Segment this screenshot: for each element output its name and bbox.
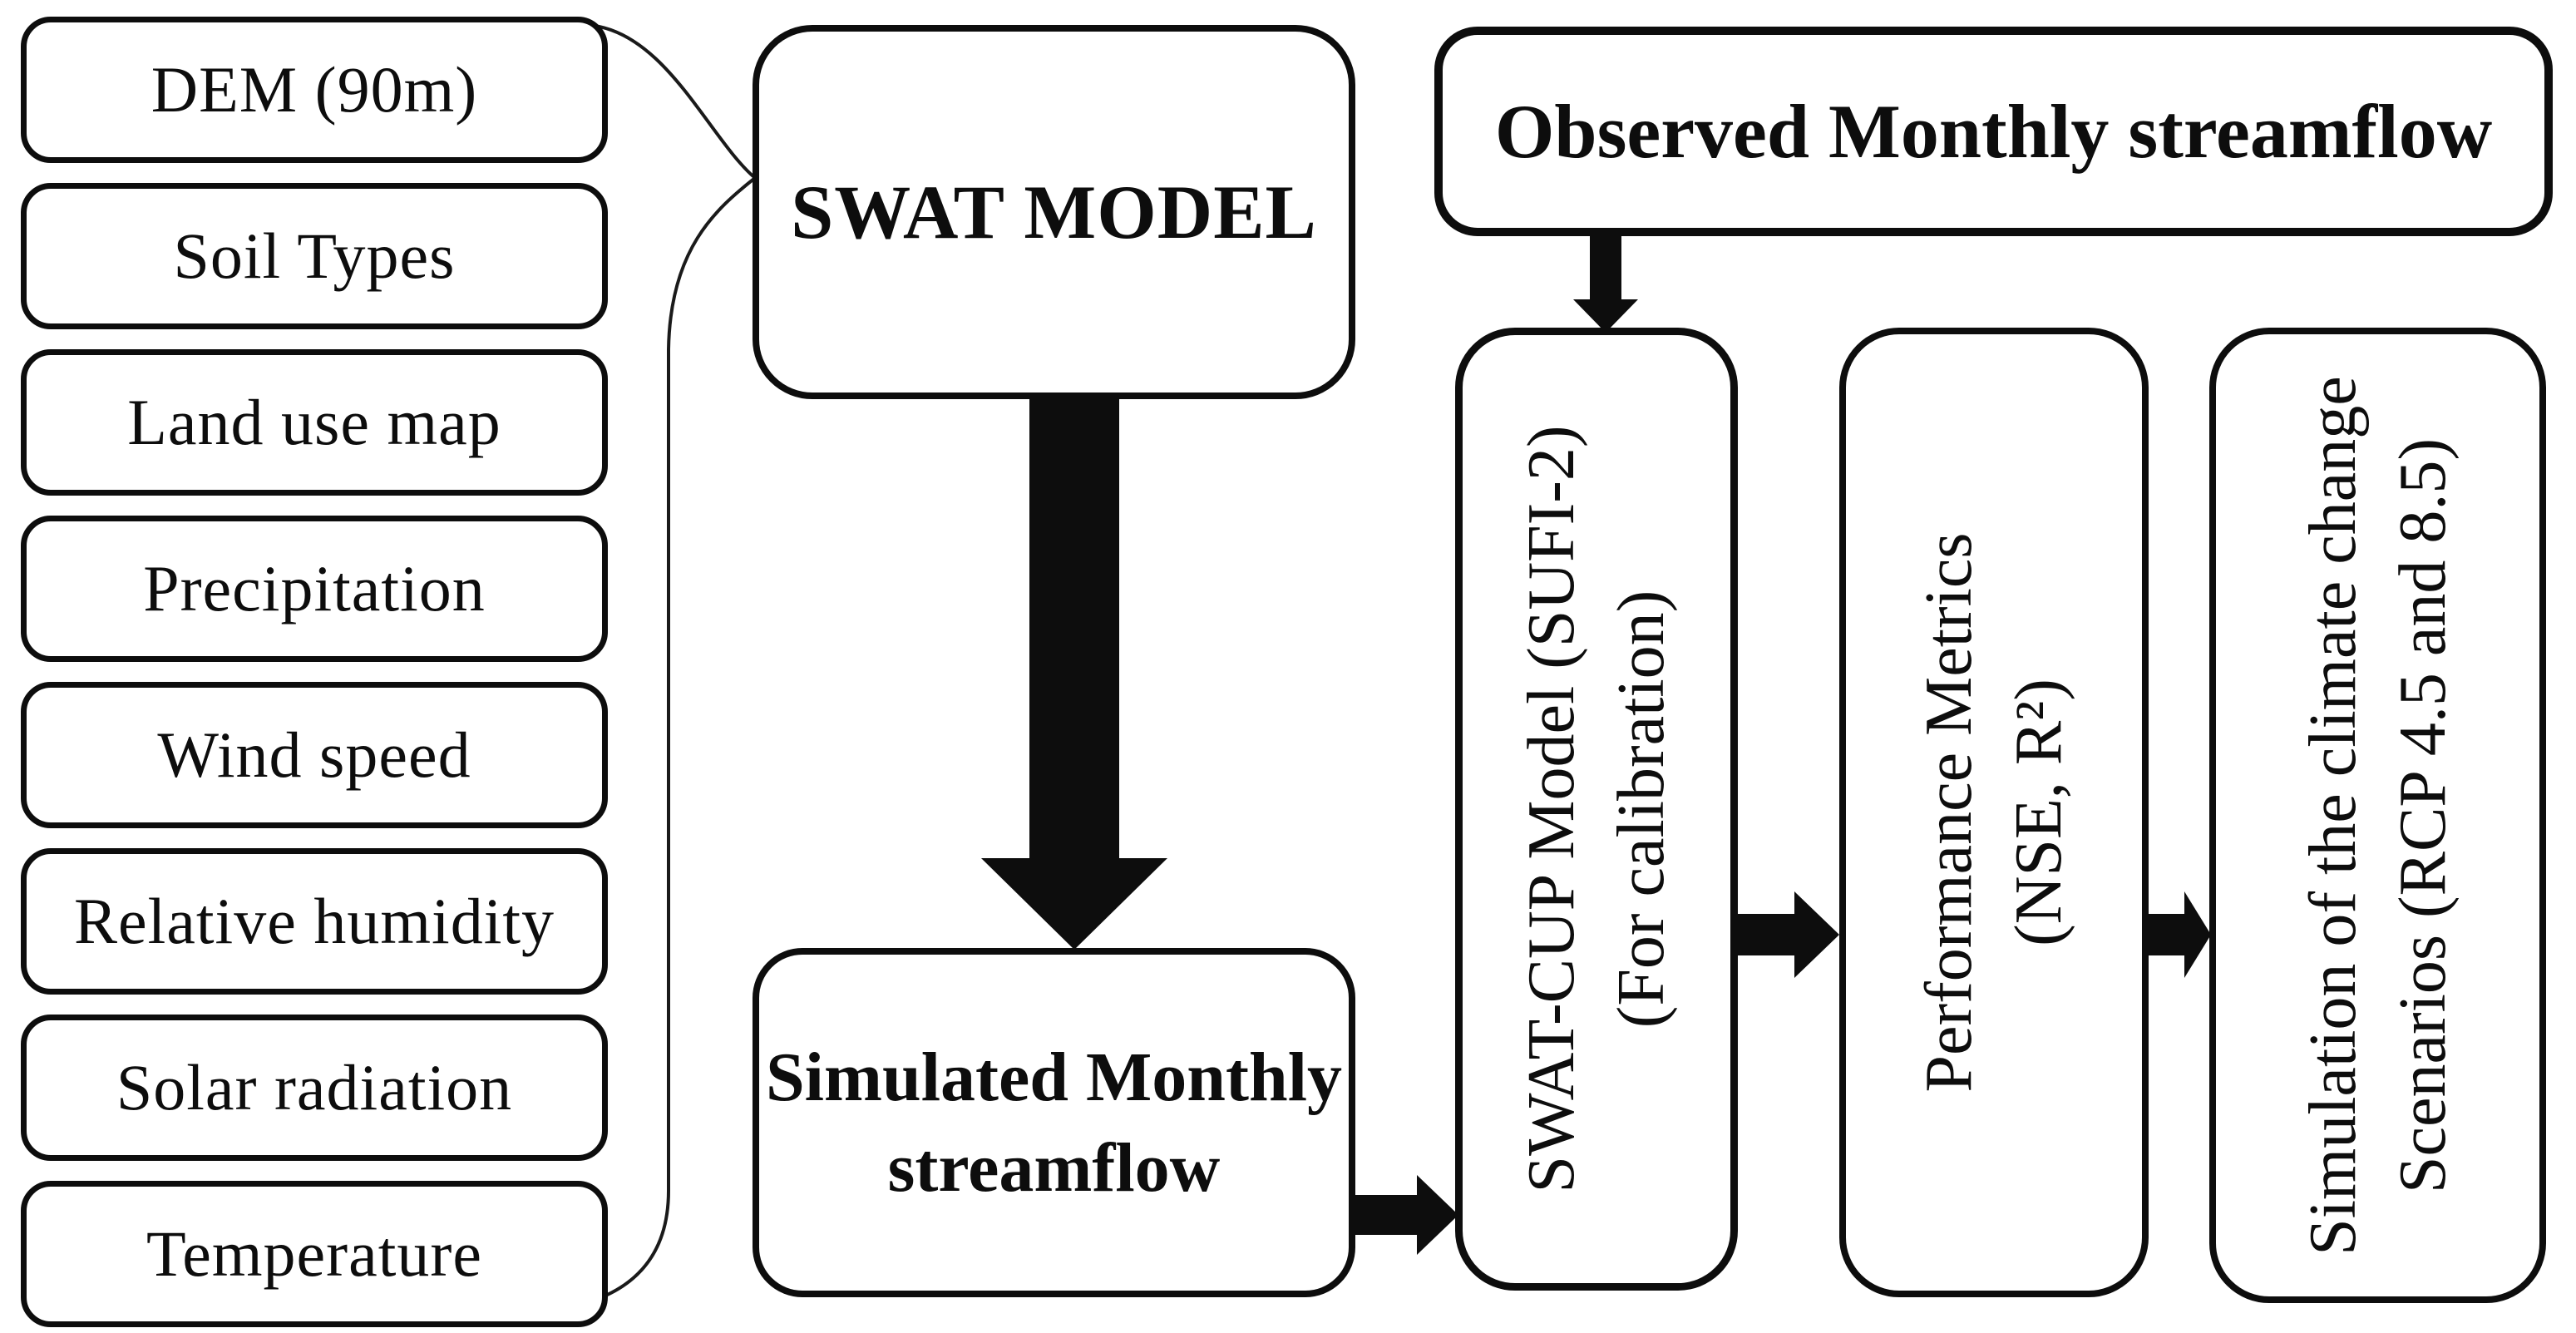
simulated-streamflow-line1: Simulated Monthly [765,1038,1343,1116]
performance-metrics-box: Performance Metrics (NSE, R²) [1839,328,2149,1297]
input-box-land-use-map: Land use map [21,349,608,496]
arrow-metrics-to-simulation-stem [2148,914,2184,955]
swat-cup-box: SWAT-CUP Model (SUFI-2) (For calibration… [1455,328,1738,1291]
arrow-down-icon [1573,299,1638,333]
swat-model-label: SWAT MODEL [791,170,1317,254]
arrow-observed-to-swatcup-stem [1590,233,1621,303]
simulated-streamflow-line2: streamflow [887,1129,1221,1207]
climate-simulation-label: Simulation of the climate change Scenari… [2288,376,2468,1255]
input-box-soil-types: Soil Types [21,183,608,329]
input-data-column: DEM (90m) Soil Types Land use map Precip… [21,17,608,1327]
arrow-right-icon [1417,1175,1458,1255]
performance-metrics-label: Performance Metrics (NSE, R²) [1904,532,2084,1092]
arrow-right-icon [1794,891,1839,978]
performance-metrics-line1: Performance Metrics [1912,532,1986,1093]
observed-streamflow-box: Observed Monthly streamflow [1434,27,2553,236]
performance-metrics-line2: (NSE, R²) [2002,679,2075,946]
observed-streamflow-label: Observed Monthly streamflow [1494,89,2493,174]
arrow-swat-to-simulated-stem [1029,396,1119,860]
arrow-swatcup-to-metrics-stem [1736,914,1794,955]
swat-cup-line2: (For calibration) [1605,590,1678,1029]
input-box-dem: DEM (90m) [21,17,608,163]
climate-simulation-line1: Simulation of the climate change [2296,375,2370,1256]
simulated-streamflow-box: Simulated Monthly streamflow [753,948,1355,1297]
arrow-down-icon [981,858,1167,950]
input-box-precipitation: Precipitation [21,516,608,662]
simulated-streamflow-label: Simulated Monthly streamflow [766,1032,1342,1213]
input-box-temperature: Temperature [21,1181,608,1327]
swat-cup-line1: SWAT-CUP Model (SUFI-2) [1515,425,1588,1193]
swat-cup-label: SWAT-CUP Model (SUFI-2) (For calibration… [1507,425,1686,1192]
arrow-right-icon [2184,891,2211,978]
input-box-relative-humidity: Relative humidity [21,848,608,995]
climate-simulation-box: Simulation of the climate change Scenari… [2209,328,2546,1303]
input-box-solar-radiation: Solar radiation [21,1015,608,1161]
input-box-wind-speed: Wind speed [21,682,608,828]
climate-simulation-line2: Scenarios (RCP 4.5 and 8.5) [2386,437,2460,1193]
swat-model-box: SWAT MODEL [753,25,1355,399]
arrow-simulated-to-swatcup-stem [1352,1195,1417,1235]
